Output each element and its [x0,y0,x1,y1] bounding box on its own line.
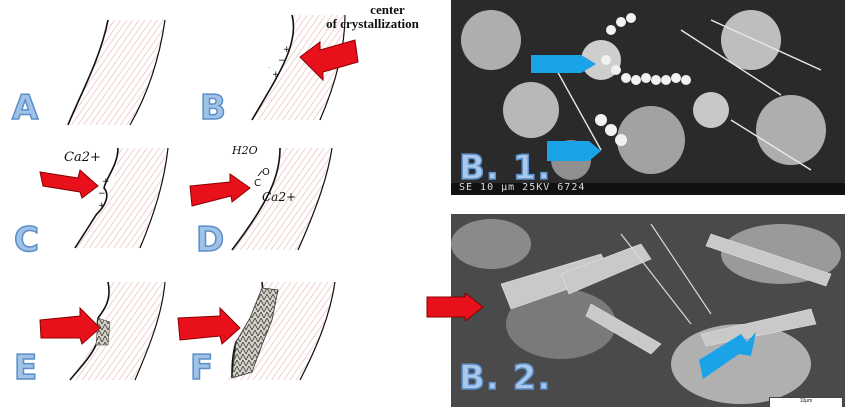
svg-text:−: − [278,56,286,66]
tissue-sketch-c: + − + [74,147,169,249]
micrograph-b2-scale-text: 10μm [799,398,813,404]
tissue-sketch-d: O C [231,147,333,251]
tissue-sketch-f [228,281,336,381]
micrograph-b2-texture [451,214,845,407]
caption-line-2: of crystallization [326,16,419,31]
svg-text:C: C [254,178,261,189]
micrograph-b1-info: SE 10 μm 25KV 6724 [459,182,586,193]
panel-letter-c: C [13,219,39,261]
water-label-d: H2O [232,144,258,157]
svg-text:+: + [283,45,291,55]
blue-arrow-b2 [699,332,756,379]
micrograph-b2-label: B. 2. [458,357,552,399]
red-arrow-b2 [426,293,484,321]
svg-text:·: · [268,65,270,72]
red-arrow-e [39,306,101,345]
panel-letter-b: B [199,87,226,129]
sketch-drawings: + − + · + − + O C [39,14,359,381]
caption-line-1: center [370,2,405,17]
ion-label-d: Ca2+ [262,190,297,204]
micrograph-b1-texture [451,0,845,195]
svg-text:+: + [102,177,110,187]
svg-text:+: + [98,201,106,211]
red-arrow-c [39,169,99,199]
tissue-sketch-e [69,281,166,381]
red-arrow-f [177,306,241,345]
sketch-sheet: + − + · + − + O C [11,3,445,389]
tissue-sketch-b: + − + · [251,14,346,121]
micrograph-b1: B. 1. SE 10 μm 25KV 6724 [451,0,845,195]
panel-letter-a: A [11,87,39,129]
panel-letter-f: F [189,347,214,389]
micrograph-b2: B. 2. 10μm [451,214,845,407]
micrograph-b2-scalebar: 10μm [769,397,843,407]
ion-label-c: Ca2+ [64,150,101,165]
panel-letter-d: D [195,219,225,261]
blue-arrow-b1-top [531,55,596,73]
svg-text:+: + [272,70,280,80]
caption-center-of-crystallization: center of crystallization [300,3,445,31]
red-arrow-d [189,173,251,207]
micrograph-b1-label: B. 1. [458,147,552,189]
svg-text:O: O [262,167,270,178]
panel-letter-e: E [13,347,38,389]
blue-arrow-b1-bottom [547,141,601,161]
tissue-sketch-a [67,19,166,126]
svg-text:−: − [98,189,106,199]
red-arrow-b [299,39,359,82]
